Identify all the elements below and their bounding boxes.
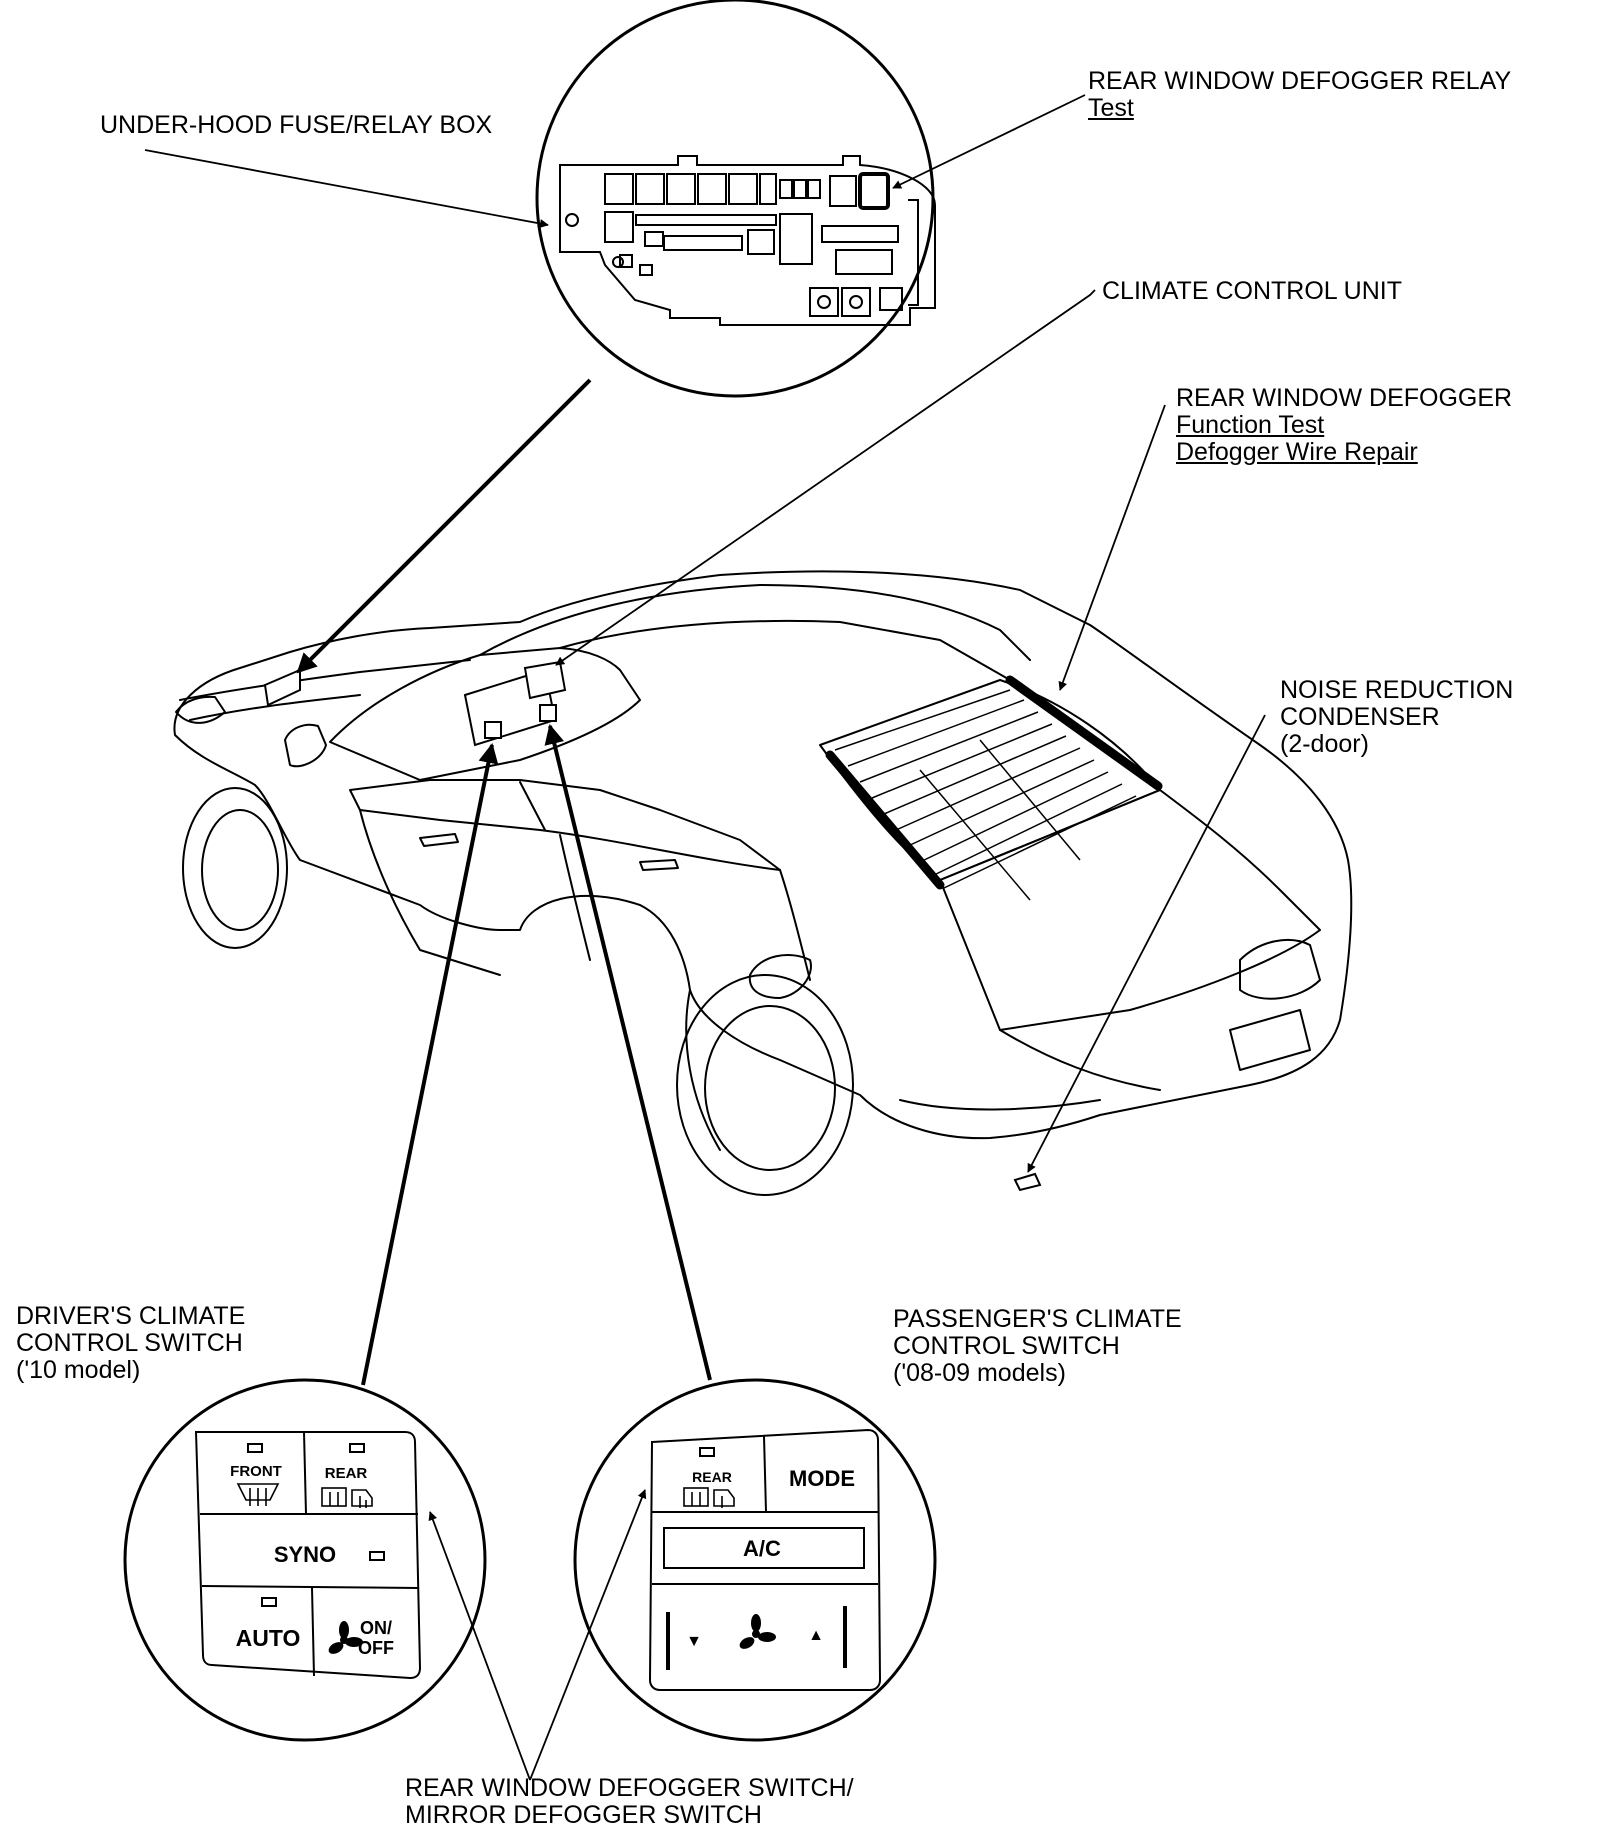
fusebox-detail-arrow bbox=[296, 378, 592, 674]
fusebox-label: UNDER-HOOD FUSE/RELAY BOX bbox=[100, 112, 492, 139]
driver-switch-line3: ('10 model) bbox=[16, 1356, 141, 1384]
front-defrost-button-label[interactable]: FRONT bbox=[230, 1463, 282, 1480]
defogger-switch-leader-passenger bbox=[529, 1489, 647, 1781]
function-test-link[interactable]: Function Test bbox=[1176, 411, 1325, 439]
fan-icon bbox=[328, 1621, 363, 1654]
passenger-switch-location-mark bbox=[539, 704, 557, 722]
condenser-location-mark bbox=[1013, 1172, 1042, 1192]
rear-defogger-button-label[interactable]: REAR bbox=[325, 1465, 368, 1482]
leader-lines bbox=[144, 94, 1266, 1781]
fusebox-location-mark bbox=[263, 668, 301, 707]
driver-switch-detail-arrow bbox=[361, 743, 499, 1386]
condenser-line3: (2-door) bbox=[1280, 730, 1369, 758]
relay-label: REAR WINDOW DEFOGGER RELAY Test bbox=[1088, 68, 1511, 122]
fusebox-leader bbox=[144, 149, 549, 228]
driver-switch-location-mark bbox=[484, 721, 502, 739]
climate-unit-title: CLIMATE CONTROL UNIT bbox=[1102, 277, 1403, 305]
defogger-switch-label: REAR WINDOW DEFOGGER SWITCH/ MIRROR DEFO… bbox=[405, 1775, 854, 1829]
climate-unit-label: CLIMATE CONTROL UNIT bbox=[1102, 278, 1402, 305]
rear-defogger-grid bbox=[834, 689, 1137, 901]
condenser-label: NOISE REDUCTION CONDENSER (2-door) bbox=[1280, 677, 1513, 758]
condenser-line2: CONDENSER bbox=[1280, 703, 1440, 731]
passenger-switch-line2: CONTROL SWITCH bbox=[893, 1332, 1120, 1360]
passenger-switch-detail-circle: REAR MODE A/C ▼ ▲ bbox=[573, 1378, 937, 1742]
driver-switch-line1: DRIVER'S CLIMATE bbox=[16, 1302, 246, 1330]
on-off-button-label-off[interactable]: OFF bbox=[358, 1638, 394, 1658]
rear-defogger-button-label[interactable]: REAR bbox=[692, 1469, 732, 1485]
fan-down-button[interactable]: ▼ bbox=[686, 1633, 702, 1650]
fan-icon bbox=[739, 1614, 776, 1649]
climate-unit-leader bbox=[555, 289, 1096, 666]
auto-button-label[interactable]: AUTO bbox=[236, 1625, 301, 1651]
passenger-switch-detail-arrow bbox=[544, 724, 712, 1381]
ac-button-label[interactable]: A/C bbox=[743, 1536, 781, 1561]
driver-switch-label: DRIVER'S CLIMATE CONTROL SWITCH ('10 mod… bbox=[16, 1303, 245, 1384]
relay-leader bbox=[892, 94, 1086, 189]
defogger-label: REAR WINDOW DEFOGGER Function Test Defog… bbox=[1176, 385, 1512, 466]
passenger-switch-label: PASSENGER'S CLIMATE CONTROL SWITCH ('08-… bbox=[893, 1306, 1182, 1387]
driver-switch-detail-circle: FRONT REAR SYNO AUTO ON/ OFF bbox=[123, 1378, 487, 1742]
syno-button-label[interactable]: SYNO bbox=[274, 1542, 336, 1567]
relay-test-link[interactable]: Test bbox=[1088, 94, 1134, 122]
mode-button-label[interactable]: MODE bbox=[789, 1466, 855, 1491]
fan-up-button[interactable]: ▲ bbox=[808, 1627, 824, 1644]
fusebox-detail-circle bbox=[535, 0, 936, 398]
fusebox-title: UNDER-HOOD FUSE/RELAY BOX bbox=[100, 111, 493, 139]
driver-switch-line2: CONTROL SWITCH bbox=[16, 1329, 243, 1357]
condenser-leader bbox=[1027, 714, 1266, 1173]
condenser-line1: NOISE REDUCTION bbox=[1280, 676, 1514, 704]
car-illustration bbox=[173, 570, 1353, 1196]
defogger-relay-mark bbox=[858, 172, 890, 210]
on-off-button-label-on[interactable]: ON/ bbox=[360, 1618, 392, 1638]
climate-unit-connector-mark bbox=[523, 660, 567, 700]
relay-title: REAR WINDOW DEFOGGER RELAY bbox=[1088, 67, 1512, 95]
defogger-switch-line2: MIRROR DEFOGGER SWITCH bbox=[405, 1801, 762, 1829]
defogger-wire-repair-link[interactable]: Defogger Wire Repair bbox=[1176, 438, 1418, 466]
defogger-title: REAR WINDOW DEFOGGER bbox=[1176, 384, 1513, 412]
detail-arrows bbox=[296, 378, 712, 1386]
defogger-switch-line1: REAR WINDOW DEFOGGER SWITCH/ bbox=[405, 1774, 854, 1802]
passenger-switch-line1: PASSENGER'S CLIMATE bbox=[893, 1305, 1182, 1333]
defogger-bus-bars bbox=[825, 675, 1163, 890]
defogger-switch-leader-driver bbox=[428, 1511, 531, 1781]
defogger-leader bbox=[1058, 404, 1166, 691]
passenger-switch-line3: ('08-09 models) bbox=[893, 1359, 1066, 1387]
